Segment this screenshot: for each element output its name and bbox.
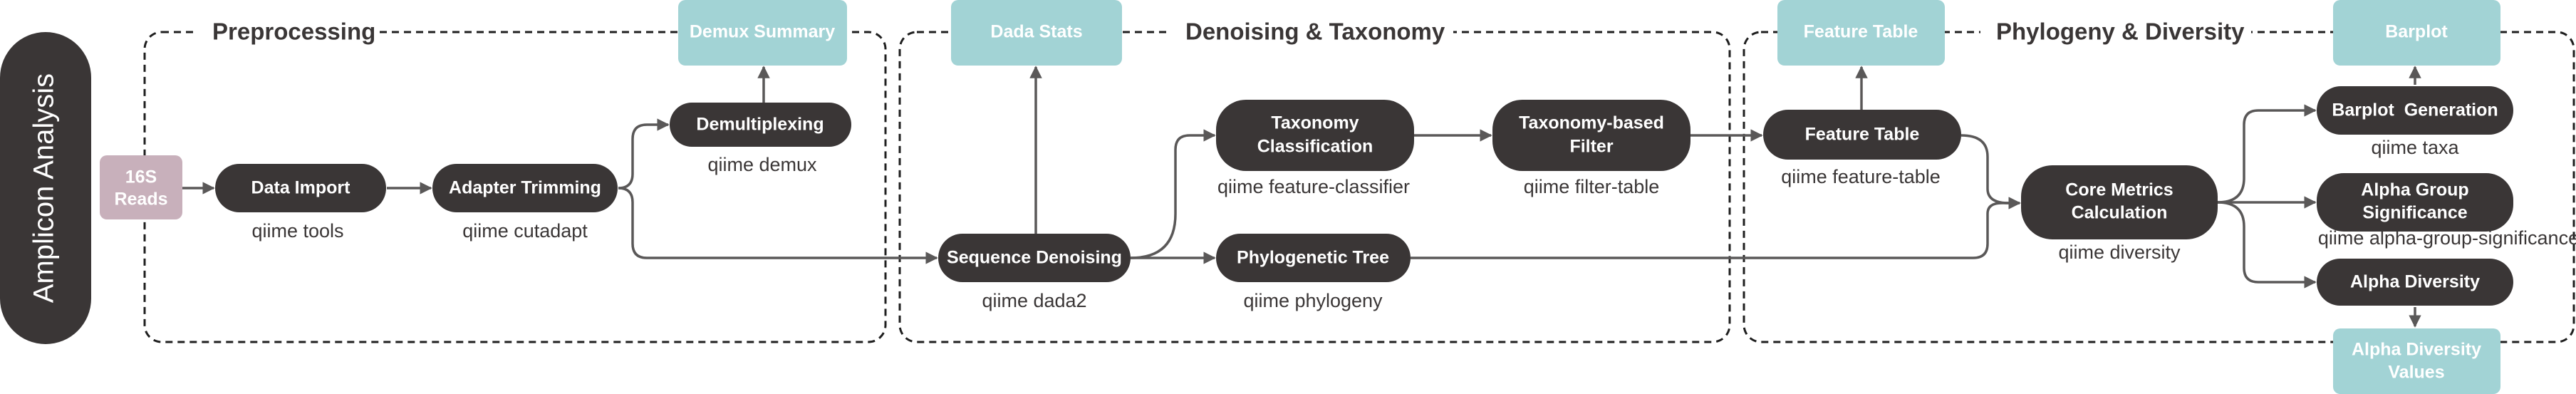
cmd-data-import: qiime tools xyxy=(251,220,343,242)
svg-text:Alpha Diversity: Alpha Diversity xyxy=(2350,272,2480,292)
svg-text:Adapter Trimming: Adapter Trimming xyxy=(449,178,601,198)
svg-text:Core Metrics: Core Metrics xyxy=(2065,180,2173,200)
phylogeny-group xyxy=(1743,31,2575,343)
svg-text:Demux Summary: Demux Summary xyxy=(690,22,835,42)
svg-text:Filter: Filter xyxy=(1569,137,1613,157)
node-phylogenetic-tree: Phylogenetic Tree xyxy=(1216,234,1411,282)
svg-text:Taxonomy: Taxonomy xyxy=(1271,113,1359,133)
svg-text:Classification: Classification xyxy=(1257,137,1373,157)
edges xyxy=(182,66,2421,328)
svg-text:Alpha Diversity: Alpha Diversity xyxy=(2352,340,2481,360)
svg-text:Barplot Generation: Barplot Generation xyxy=(2332,100,2498,120)
svg-text:Data Import: Data Import xyxy=(251,178,351,198)
preprocessing-title: Preprocessing xyxy=(212,19,375,45)
cmd-taxonomy-filter: qiime filter-table xyxy=(1524,176,1660,197)
node-feature-table: Feature Table xyxy=(1763,110,1961,160)
cmd-core-metrics: qiime diversity xyxy=(2058,242,2181,263)
phylogeny-title: Phylogeny & Diversity xyxy=(1996,19,2245,45)
node-taxonomy-filter: Taxonomy-based Filter xyxy=(1492,100,1690,171)
node-alpha-diversity: Alpha Diversity xyxy=(2317,259,2513,306)
node-alpha-group-significance: Alpha Group Significance xyxy=(2317,173,2513,232)
cmd-feature-table: qiime feature-table xyxy=(1781,166,1941,187)
node-dada-stats: Dada Stats xyxy=(951,0,1122,66)
node-alpha-diversity-values: Alpha Diversity Values xyxy=(2333,328,2500,394)
svg-text:Calculation: Calculation xyxy=(2072,203,2168,223)
cmd-sequence-denoising: qiime dada2 xyxy=(982,290,1086,311)
cmd-taxonomy-classification: qiime feature-classifier xyxy=(1217,176,1410,197)
svg-text:16S: 16S xyxy=(125,167,157,187)
cmd-barplot-generation: qiime taxa xyxy=(2371,137,2459,158)
node-feature-table-output: Feature Table xyxy=(1777,0,1945,66)
svg-text:Values: Values xyxy=(2388,363,2444,383)
cmd-adapter-trimming: qiime cutadapt xyxy=(462,220,588,242)
svg-text:Feature Table: Feature Table xyxy=(1805,125,1920,145)
node-adapter-trimming: Adapter Trimming xyxy=(432,164,618,212)
cmd-alpha-group-significance: qiime alpha-group-significance xyxy=(2318,227,2576,249)
svg-text:Taxonomy-based: Taxonomy-based xyxy=(1519,113,1664,133)
side-label-text: Amplicon Analysis xyxy=(28,73,60,303)
node-core-metrics: Core Metrics Calculation xyxy=(2021,165,2218,239)
denoising-title: Denoising & Taxonomy xyxy=(1185,19,1445,45)
node-barplot-output: Barplot xyxy=(2333,0,2500,66)
cmd-phylogenetic-tree: qiime phylogeny xyxy=(1243,290,1383,311)
svg-text:Barplot: Barplot xyxy=(2385,22,2448,42)
svg-text:Significance: Significance xyxy=(2362,203,2467,223)
svg-text:Dada Stats: Dada Stats xyxy=(990,22,1082,42)
node-taxonomy-classification: Taxonomy Classification xyxy=(1216,100,1414,171)
svg-text:Alpha Group: Alpha Group xyxy=(2361,180,2468,200)
svg-text:Reads: Reads xyxy=(114,190,167,209)
svg-text:Feature Table: Feature Table xyxy=(1804,22,1918,42)
node-barplot-generation: Barplot Generation xyxy=(2317,86,2513,135)
svg-text:Phylogenetic Tree: Phylogenetic Tree xyxy=(1237,248,1389,268)
side-label: Amplicon Analysis xyxy=(0,32,91,344)
denoising-group xyxy=(898,31,1731,343)
node-demultiplexing: Demultiplexing xyxy=(670,103,851,147)
node-data-import: Data Import xyxy=(215,164,386,212)
svg-text:Sequence Denoising: Sequence Denoising xyxy=(947,248,1122,268)
svg-text:Demultiplexing: Demultiplexing xyxy=(696,115,824,135)
cmd-demultiplexing: qiime demux xyxy=(707,154,817,175)
node-16s-reads: 16S Reads xyxy=(100,155,182,219)
node-demux-summary: Demux Summary xyxy=(678,0,847,66)
node-sequence-denoising: Sequence Denoising xyxy=(938,234,1131,282)
